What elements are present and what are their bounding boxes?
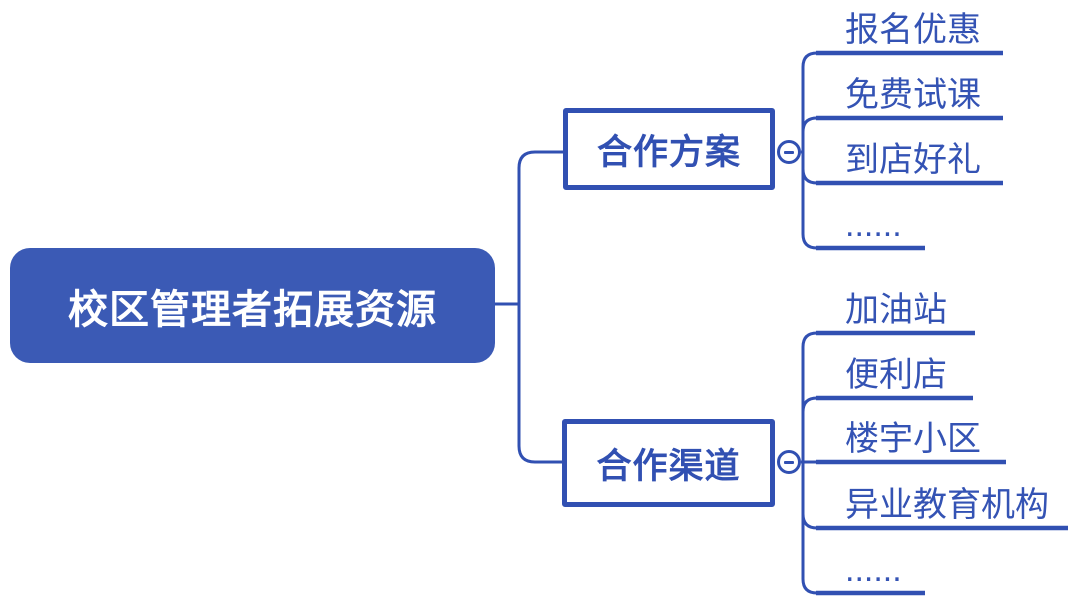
connector-root-to-branch-2: [517, 304, 562, 464]
collapse-toggle-branch-2[interactable]: [777, 450, 801, 474]
minus-icon: [784, 150, 794, 154]
branch-node-cooperation-plan[interactable]: 合作方案: [563, 108, 775, 190]
branch-node-cooperation-channel[interactable]: 合作渠道: [562, 419, 775, 507]
connector-branch2-leaf2: [801, 396, 818, 462]
leaf-node-signup-discount[interactable]: 报名优惠: [845, 11, 981, 49]
leaf-node-ellipsis-2[interactable]: ......: [845, 551, 902, 589]
connector-branch1-leaf1: [801, 51, 818, 152]
leaf-node-free-trial-class[interactable]: 免费试课: [845, 76, 981, 114]
leaf-node-gas-station[interactable]: 加油站: [845, 291, 947, 329]
leaf-node-in-store-gift[interactable]: 到店好礼: [845, 141, 981, 179]
minus-icon: [784, 460, 794, 464]
connector-branch2-leaf1: [801, 331, 818, 462]
leaf-node-ellipsis-1[interactable]: ......: [845, 206, 902, 244]
leaf-node-residential-area[interactable]: 楼宇小区: [845, 420, 981, 458]
connector-branch2-leaf5: [801, 462, 818, 595]
connector-branch2-leaf4: [801, 462, 818, 530]
connector-root-to-branch-1: [517, 150, 563, 304]
connector-branch1-leaf3: [801, 152, 818, 185]
root-topic[interactable]: 校区管理者拓展资源: [10, 248, 495, 363]
leaf-node-convenience-store[interactable]: 便利店: [845, 356, 947, 394]
connector-branch1-leaf2: [801, 116, 818, 152]
connector-branch1-leaf4: [801, 152, 818, 250]
leaf-node-education-partner[interactable]: 异业教育机构: [845, 486, 1049, 524]
collapse-toggle-branch-1[interactable]: [777, 140, 801, 164]
